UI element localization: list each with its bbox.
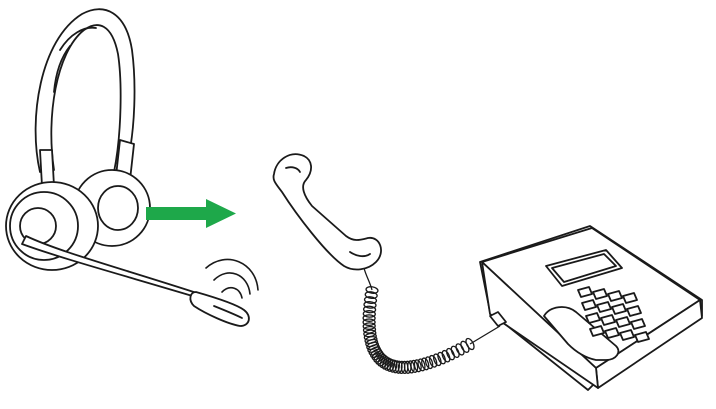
keypad-key [620,330,634,340]
keypad-key [590,326,604,336]
earcup-right-cushion [98,186,138,230]
keypad-key [605,328,619,338]
keypad-key [593,289,607,299]
desk-phone-icon [480,226,702,390]
cord-coil [445,347,456,361]
coiled-cord-icon [363,268,500,374]
keypad-key [582,300,596,310]
arrow-right-icon [146,199,236,228]
keypad-key [601,315,615,325]
keypad-key [631,319,645,329]
keypad-key [627,306,641,316]
keypad-key [608,291,622,301]
wireless-signal-icon [206,259,258,298]
headband-slider-left [40,150,54,186]
keypad-key [623,293,637,303]
keypad-key [597,302,611,312]
cord-coil [450,345,461,359]
keypad-key [612,304,626,314]
cord-coil [454,343,465,357]
keypad-key [635,332,649,342]
cord-coil [459,340,470,354]
headset-icon [6,9,249,326]
keypad-key [586,313,600,323]
keypad-key [578,287,592,297]
cord-coil [365,291,378,299]
keypad-key [616,317,630,327]
telephone-handset-icon [273,154,381,269]
